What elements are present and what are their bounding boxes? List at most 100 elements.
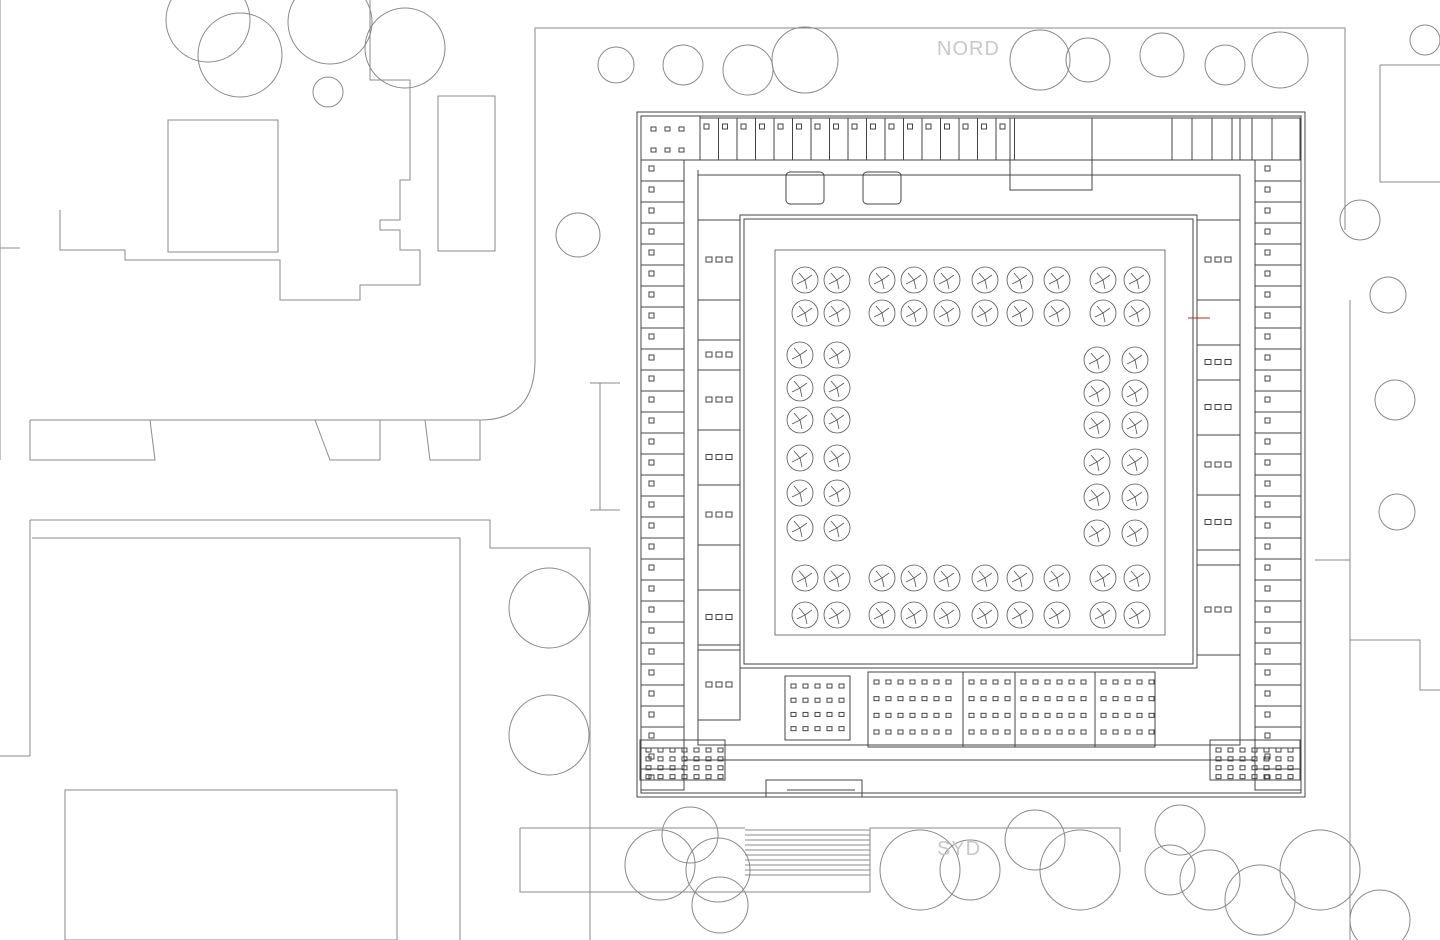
courtyard-tree-icon — [1083, 411, 1111, 439]
tree-canopy — [1121, 411, 1149, 439]
chair-icon — [648, 522, 655, 529]
road-edge — [30, 27, 1346, 421]
office-room — [1254, 285, 1302, 308]
meeting-room — [1091, 117, 1173, 161]
desk-icon — [1287, 756, 1294, 762]
courtyard-tree-icon — [786, 374, 814, 402]
tree-branches — [905, 272, 922, 290]
desk-icon — [693, 747, 700, 753]
desk-icon — [1020, 679, 1027, 685]
chair-icon — [648, 375, 655, 382]
tree-icon — [662, 44, 704, 86]
office-room — [1254, 432, 1302, 455]
office-room — [640, 285, 685, 308]
tree-branches — [1088, 525, 1105, 543]
courtyard-tree-icon — [1121, 379, 1149, 407]
tree-branches — [1128, 272, 1145, 290]
desk-icon — [838, 683, 845, 689]
desk-icon — [921, 696, 928, 702]
courtyard-tree-icon — [1121, 519, 1149, 547]
tree-branches — [791, 450, 808, 468]
tree-canopy — [786, 406, 814, 434]
desk-icon — [1251, 747, 1258, 753]
desk-icon — [909, 679, 916, 685]
meeting-pod — [862, 171, 902, 205]
chair-icon — [1264, 417, 1271, 424]
tree-canopy — [1043, 299, 1071, 327]
tree-canopy — [1123, 299, 1151, 327]
south-entrance — [765, 779, 863, 797]
tree-icon — [1009, 29, 1071, 91]
courtyard-tree-icon — [1089, 299, 1117, 327]
desk-icon — [1068, 729, 1075, 735]
chair-icon — [648, 459, 655, 466]
courtyard-tree-icon — [1083, 448, 1111, 476]
chair-icon — [648, 690, 655, 697]
desk-icon — [705, 765, 712, 771]
courtyard-tree-icon — [823, 299, 851, 327]
chair-icon — [648, 732, 655, 739]
desk-icon — [1056, 712, 1063, 718]
chair-icon — [1264, 522, 1271, 529]
desk-icon — [921, 729, 928, 735]
desk-icon — [1227, 765, 1234, 771]
courtyard-tree-icon — [971, 266, 999, 294]
desk-icon — [921, 679, 928, 685]
desk-icon — [1068, 696, 1075, 702]
room — [1196, 564, 1241, 656]
desk-icon — [897, 679, 904, 685]
desk-icon — [838, 697, 845, 703]
desk-icon — [1148, 679, 1155, 685]
tree-canopy — [786, 374, 814, 402]
office-room — [640, 726, 685, 749]
chair-icon — [648, 354, 655, 361]
south-label: SYD — [937, 838, 982, 860]
tree-icon — [722, 44, 774, 96]
tree-branches — [938, 570, 955, 588]
tree-branches — [1088, 454, 1105, 472]
chair-icon — [1264, 312, 1271, 319]
tree-canopy — [1043, 564, 1071, 592]
neighbor-building — [167, 119, 279, 253]
desk-icon — [705, 256, 713, 263]
chair-icon — [648, 207, 655, 214]
desk-icon — [790, 683, 797, 689]
courtyard-tree-icon — [786, 444, 814, 472]
chair-icon — [1264, 648, 1271, 655]
desk-icon — [802, 726, 809, 732]
tree-canopy — [786, 341, 814, 369]
tree-icon — [197, 12, 283, 98]
tree-canopy — [791, 266, 819, 294]
tree-canopy — [823, 564, 851, 592]
tree-icon — [661, 806, 719, 864]
tree-canopy — [791, 299, 819, 327]
tree-branches — [1011, 272, 1028, 290]
desk-icon — [705, 351, 713, 358]
desk-icon — [715, 396, 723, 403]
room — [1196, 219, 1241, 301]
tree-branches — [828, 485, 845, 503]
chair-icon — [740, 123, 747, 130]
desk-icon — [1032, 729, 1039, 735]
desk-icon — [1215, 747, 1222, 753]
tree-canopy — [868, 266, 896, 294]
courtyard-tree-icon — [1123, 601, 1151, 629]
tree-canopy — [1083, 411, 1111, 439]
desk-icon — [814, 711, 821, 717]
courtyard-tree-icon — [933, 564, 961, 592]
tree-branches — [828, 607, 845, 625]
tree-canopy — [1121, 448, 1149, 476]
desk-icon — [1239, 756, 1246, 762]
chair-icon — [1264, 228, 1271, 235]
building — [636, 111, 1306, 798]
tree-canopy — [971, 601, 999, 629]
desk-icon — [705, 681, 713, 688]
office-room — [640, 516, 685, 539]
chair-icon — [999, 123, 1006, 130]
chair-icon — [796, 123, 802, 130]
tree-icon — [508, 694, 590, 776]
office-room — [1254, 663, 1302, 686]
tree-canopy — [900, 299, 928, 327]
chair-icon — [1264, 459, 1271, 466]
chair-icon — [664, 126, 671, 132]
